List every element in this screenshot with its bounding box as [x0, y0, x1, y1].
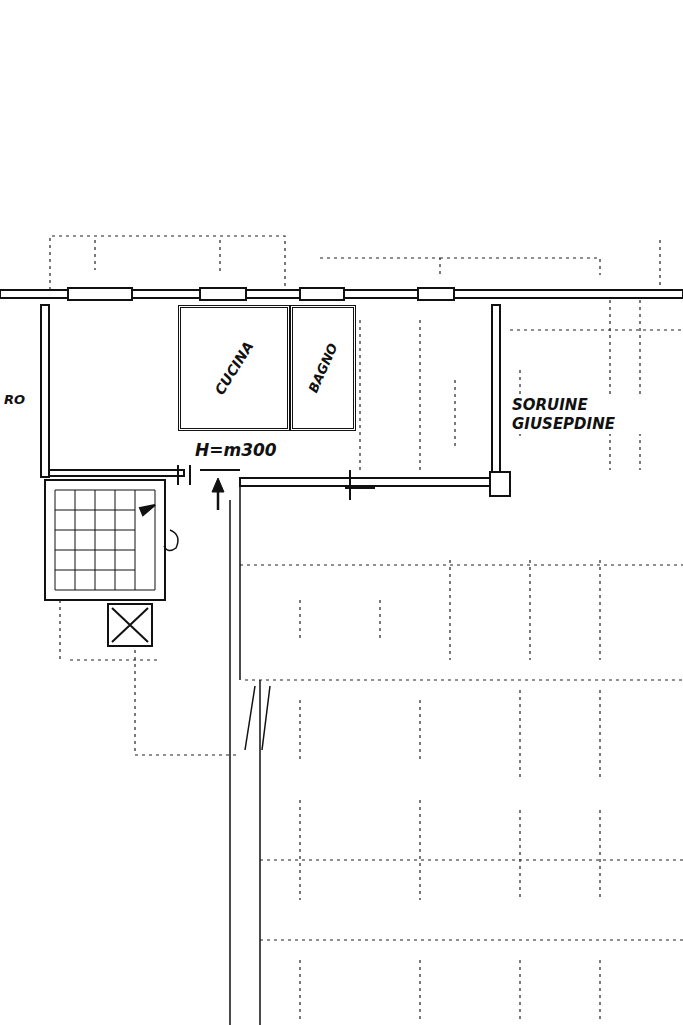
dotted-line [95, 240, 660, 290]
dotted-line [135, 650, 240, 755]
pillar [490, 472, 510, 496]
dotted-line [260, 940, 683, 1020]
window [68, 288, 132, 300]
dotted-outlines [50, 236, 683, 1020]
dotted-line [240, 560, 683, 660]
wall-line [230, 486, 260, 1025]
wall [240, 478, 510, 486]
door-frame [178, 465, 240, 485]
room-name: BAGNO [305, 341, 340, 395]
stair-arrow [140, 505, 155, 515]
room: CUCINA [178, 305, 290, 431]
dotted-line [510, 300, 683, 470]
plan-label: H=m300 [193, 440, 279, 461]
stair-steps [55, 490, 155, 590]
plan-label: SORUINE GIUSEPDINE [510, 396, 679, 434]
dotted-line [260, 800, 683, 900]
wall [49, 470, 184, 476]
arrow-head [212, 478, 224, 492]
plan-label: RO [2, 392, 27, 408]
staircase [45, 480, 178, 646]
window [418, 288, 454, 300]
door-swing [164, 530, 178, 551]
wall-junction [345, 470, 375, 500]
balcony-outline [50, 236, 285, 290]
entrance-arrow [178, 465, 240, 510]
room-name: CUCINA [211, 338, 256, 397]
arrow-shaft [217, 490, 220, 510]
elevator-cross [112, 608, 148, 642]
room: BAGNO [290, 305, 356, 431]
window [300, 288, 344, 300]
ramp-line [245, 686, 270, 750]
stair-outline [45, 480, 165, 600]
wall [492, 305, 500, 475]
dotted-line [245, 680, 683, 780]
walls [0, 288, 683, 1025]
window [200, 288, 246, 300]
elevator-shaft [108, 604, 152, 646]
wall [41, 305, 49, 477]
